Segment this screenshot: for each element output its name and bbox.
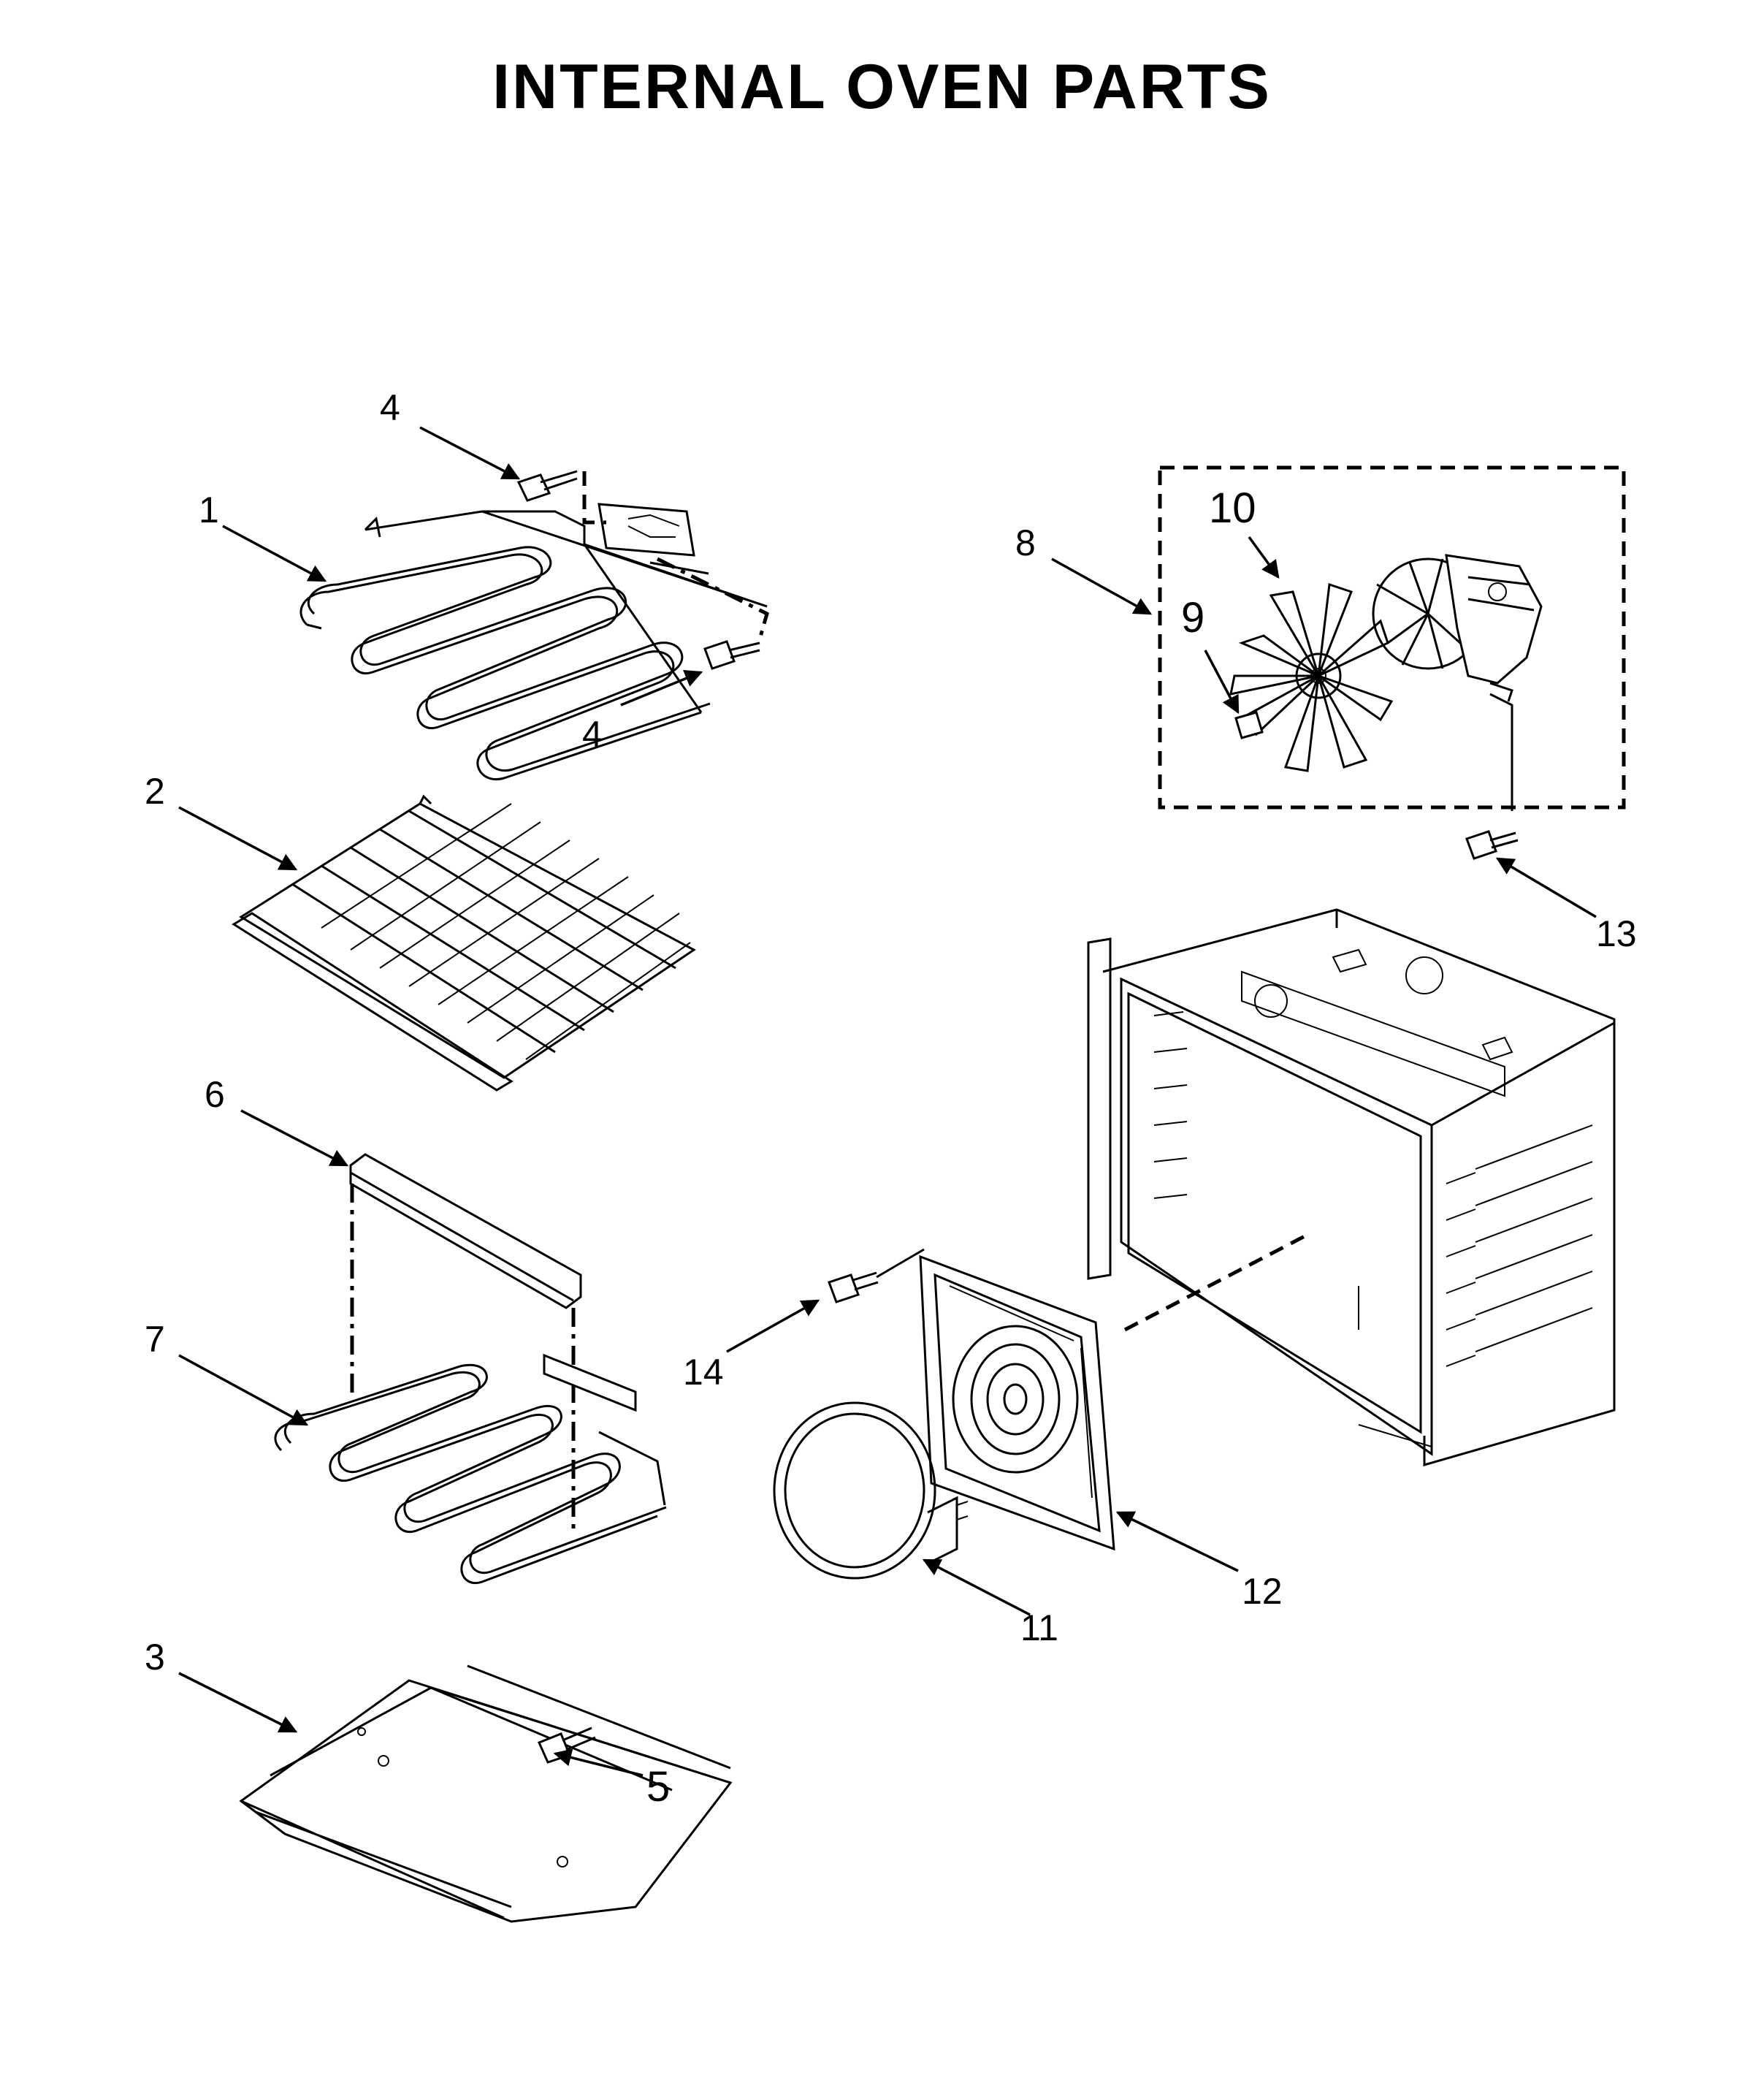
callout-1: 1 — [199, 490, 219, 530]
screw-part-4-lower[interactable] — [703, 640, 760, 670]
callout-13: 13 — [1596, 913, 1637, 954]
convection-element-part-11[interactable] — [773, 1401, 969, 1580]
callout-9: 9 — [1181, 594, 1204, 641]
fan-nut-part-9[interactable] — [1234, 711, 1264, 739]
screw-part-14[interactable] — [828, 1271, 879, 1303]
broil-element-part-1[interactable] — [299, 503, 768, 781]
oven-rack-part-2[interactable] — [232, 794, 696, 1092]
callout-5: 5 — [646, 1763, 670, 1811]
screw-part-4-upper[interactable] — [516, 470, 578, 502]
callout-4-upper: 4 — [380, 387, 400, 428]
callout-10: 10 — [1209, 484, 1256, 532]
diagram-title: INTERNAL OVEN PARTS — [492, 52, 1272, 122]
callout-12: 12 — [1242, 1571, 1283, 1612]
bottom-cover-part-3[interactable] — [239, 1664, 733, 1923]
callout-3: 3 — [145, 1637, 165, 1678]
callout-14: 14 — [683, 1352, 724, 1393]
fan-blade-part-10[interactable] — [1229, 582, 1394, 772]
callout-2: 2 — [145, 771, 165, 812]
callout-11: 11 — [1020, 1607, 1058, 1648]
callout-7: 7 — [145, 1319, 165, 1360]
fan-cover-part-12[interactable] — [919, 1255, 1115, 1551]
callout-6: 6 — [205, 1074, 225, 1115]
fan-motor-part-8[interactable] — [1372, 554, 1543, 702]
screw-part-13[interactable] — [1465, 830, 1519, 860]
fan-assembly-part-8-outline — [1158, 465, 1626, 810]
element-shield-part-6[interactable] — [349, 1153, 582, 1309]
oven-cavity — [1087, 908, 1616, 1466]
callout-4-lower: 4 — [582, 714, 603, 755]
bake-element-part-7[interactable] — [274, 1353, 667, 1585]
callout-8: 8 — [1015, 522, 1036, 563]
